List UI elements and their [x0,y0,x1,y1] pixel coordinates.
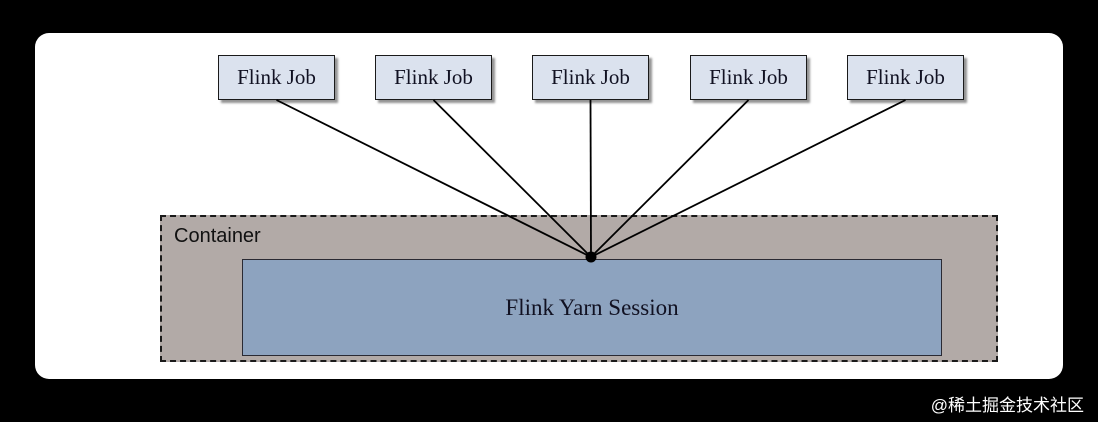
flink-job-label-5: Flink Job [866,65,945,89]
flink-job-label-3: Flink Job [551,65,630,89]
flink-job-box-1: Flink Job [218,55,335,100]
flink-yarn-session-label: Flink Yarn Session [505,294,679,320]
flink-job-label-4: Flink Job [709,65,788,89]
flink-job-label-1: Flink Job [237,65,316,89]
flink-job-box-4: Flink Job [690,55,807,100]
flink-job-box-5: Flink Job [847,55,964,100]
flink-yarn-session-box: Flink Yarn Session [242,259,942,356]
flink-job-box-3: Flink Job [532,55,649,100]
flink-job-box-2: Flink Job [375,55,492,100]
watermark: @稀土掘金技术社区 [930,396,1084,415]
flink-job-label-2: Flink Job [394,65,473,89]
container-box: Container Flink Yarn Session [160,215,998,362]
container-label: Container [174,225,261,247]
